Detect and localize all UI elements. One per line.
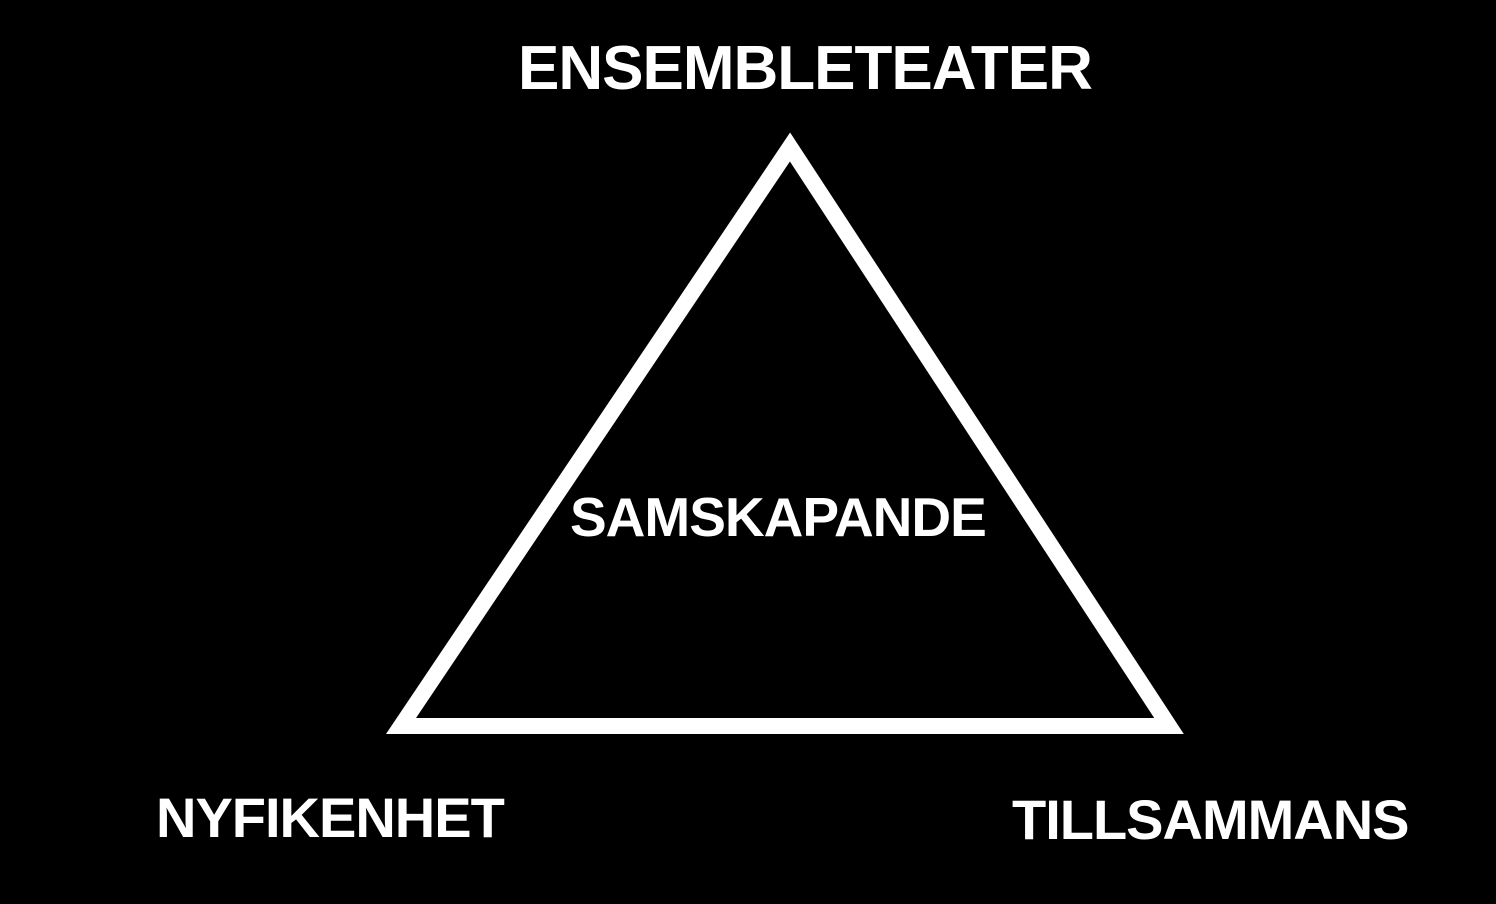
top-vertex-label: ENSEMBLETEATER: [518, 34, 1093, 103]
triangle-shape: [385, 132, 1184, 734]
bottom-right-vertex-label: TILLSAMMANS: [1012, 788, 1410, 851]
center-label: SAMSKAPANDE: [570, 486, 987, 548]
bottom-left-vertex-label: NYFIKENHET: [156, 786, 505, 849]
